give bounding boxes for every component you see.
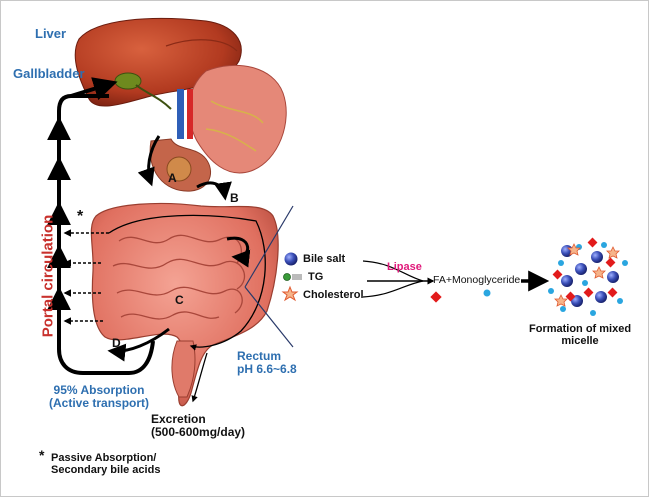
duodenum-exit-arrow: [196, 181, 232, 201]
rectum-shape: [171, 340, 196, 398]
ileum-exit-arrow: [107, 327, 170, 362]
label-d: D: [112, 336, 121, 350]
bile-salt-sphere-icon: [284, 252, 298, 266]
label-b: B: [230, 191, 239, 205]
gut-loop-arrow: [226, 236, 251, 268]
excretion-label: Excretion (500-600mg/day): [151, 412, 246, 440]
label-a: A: [168, 171, 177, 185]
micelle-label: Formation of mixed micelle: [529, 323, 631, 348]
excretion-label-line2: (500-600mg/day): [151, 425, 246, 440]
rectum-label-line1: Rectum: [237, 349, 282, 363]
liver-label: Liver: [35, 26, 67, 41]
portal-vein: [177, 89, 184, 139]
footnote-line2: Secondary bile acids: [51, 464, 161, 477]
colon-shape: [90, 202, 279, 407]
legend-connector-line: [244, 205, 294, 348]
passive-absorption-star-marker: *: [77, 208, 84, 225]
portal-to-liver-arrow: [70, 77, 118, 101]
footnote-star: *: [39, 447, 45, 463]
mixed-micelle-cluster: [548, 237, 628, 316]
absorption-label: 95% Absorption (Active transport): [49, 383, 150, 411]
liver-right-lobe: [165, 39, 238, 52]
lipase-label: Lipase: [387, 261, 422, 273]
hepatic-artery: [187, 89, 193, 139]
micelle-label-line2: micelle: [561, 335, 599, 348]
label-c: C: [175, 293, 184, 307]
rectum-label-line2: pH 6.6~6.8: [237, 362, 297, 377]
gallbladder-label: Gallbladder: [13, 66, 85, 81]
colon-path-arrow: [108, 214, 266, 351]
absorption-label-line2: (Active transport): [49, 396, 150, 411]
micelle-label-line1: Formation of mixed: [529, 323, 632, 335]
footnote-text: Passive Absorption/ Secondary bile acids: [51, 452, 160, 477]
products-label: FA+Monoglyceride: [433, 274, 521, 286]
small-intestine-coils: [112, 234, 246, 320]
triglyceride-icon: [283, 273, 302, 281]
passive-absorption-arrows: [63, 229, 110, 325]
pancreas-head: [166, 156, 192, 182]
bile-flow-arrow: [137, 135, 161, 187]
portal-circulation-label: Portal circulation: [39, 214, 57, 338]
lipase-merge-lines: [362, 260, 424, 298]
excretion-arrow: [191, 352, 208, 403]
portal-loop-line: [57, 94, 155, 375]
bile-duct: [135, 84, 172, 110]
legend-bile-salt-label: Bile salt: [303, 253, 346, 265]
stomach-vessels: [205, 100, 264, 152]
footnote-line1: Passive Absorption/: [51, 452, 157, 464]
absorption-label-line1: 95% Absorption: [53, 383, 145, 397]
fatty-acid-diamond-icon: [430, 291, 442, 303]
rectum-label: Rectum pH 6.6~6.8: [237, 349, 297, 377]
cholesterol-star-icon: [281, 285, 299, 302]
excretion-label-line1: Excretion: [151, 412, 206, 426]
monoglyceride-dot-icon: [483, 289, 491, 297]
legend-cholesterol-label: Cholesterol: [303, 289, 364, 301]
legend-tg-label: TG: [308, 271, 324, 283]
